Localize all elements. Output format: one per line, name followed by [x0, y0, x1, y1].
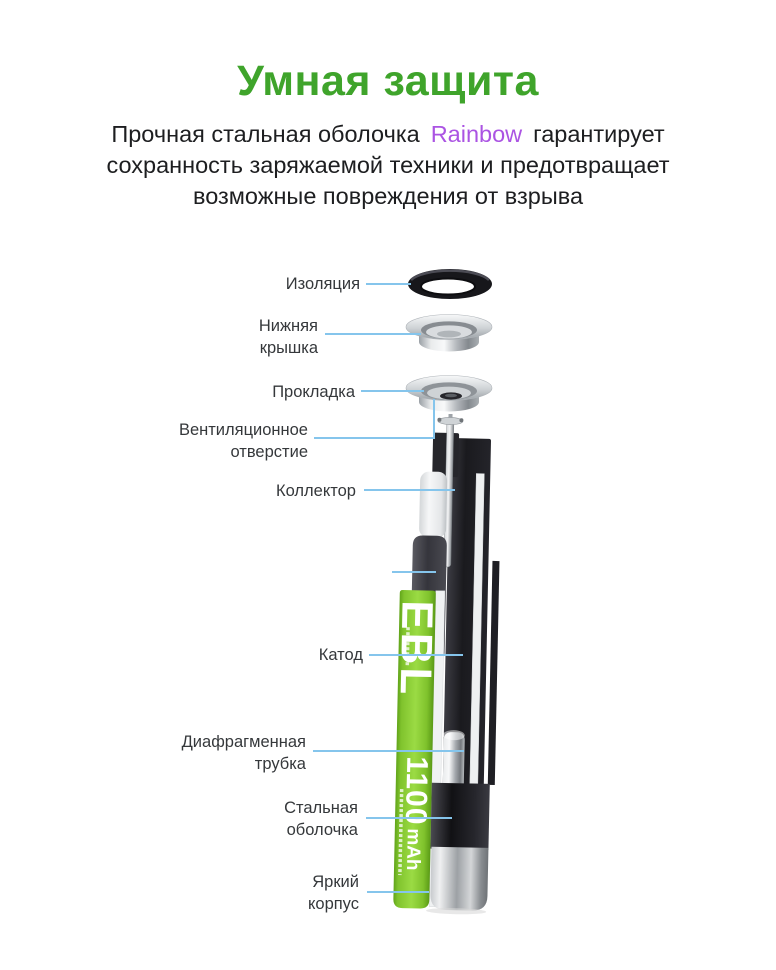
battery-capacity-text: 1100	[399, 756, 433, 826]
label-cathode: Катод	[318, 646, 363, 664]
micro-print-top	[405, 627, 410, 668]
battery-capacity-unit: mAh	[402, 828, 424, 871]
separator-column	[419, 471, 448, 538]
label-vent-hole: Вентиляционное отверстие	[178, 421, 308, 461]
label-diaphragm-tube: Диафрагменная трубка	[181, 733, 306, 773]
leader-inner-tube	[392, 571, 436, 573]
page-title: Умная защита	[237, 57, 539, 105]
battery-body: EBL 1100 mAh	[391, 413, 500, 915]
leader-bright-body	[367, 891, 429, 893]
green-wrapper: EBL 1100 mAh	[391, 590, 442, 909]
ground-shadow	[426, 908, 487, 915]
label-insulation: Изоляция	[285, 275, 360, 293]
leader-insulation	[366, 283, 411, 285]
label-gasket: Прокладка	[272, 383, 355, 401]
leader-gasket	[361, 390, 424, 392]
label-bright-body: Яркий корпус	[307, 873, 359, 913]
leader-diaphragm-tube	[313, 750, 464, 752]
leader-steel-shell	[366, 817, 452, 819]
leader-cathode	[369, 654, 463, 656]
brand-name: Rainbow	[430, 121, 523, 147]
diaphragm-tube-part	[442, 730, 465, 789]
micro-print-bottom	[398, 789, 404, 876]
subtitle-line3: возможные повреждения от взрыва	[192, 183, 584, 209]
steel-shell-part	[430, 782, 490, 850]
shell-edge-sliver	[487, 560, 500, 786]
leader-collector	[364, 489, 455, 491]
bright-body-part	[430, 846, 489, 911]
label-collector: Коллектор	[276, 482, 356, 500]
battery-brand-text: EBL	[391, 600, 442, 698]
insulation-ring-part	[408, 269, 492, 299]
gasket-part	[405, 375, 493, 412]
leader-vent-hole-vertical	[433, 399, 435, 439]
leader-vent-hole	[314, 437, 434, 439]
bottom-cap-part	[405, 314, 493, 352]
label-bottom-cap: Нижняя крышка	[258, 317, 318, 357]
leader-bottom-cap	[325, 333, 421, 335]
subtitle-line1-after: гарантирует	[533, 121, 665, 147]
subtitle: Прочная стальная оболочка Rainbow гарантир…	[0, 119, 776, 212]
subtitle-line2: сохранность заряжаемой техники и предотв…	[106, 152, 670, 178]
subtitle-line1-before: Прочная стальная оболочка	[111, 121, 420, 147]
label-steel-shell: Стальная оболочка	[284, 799, 358, 839]
